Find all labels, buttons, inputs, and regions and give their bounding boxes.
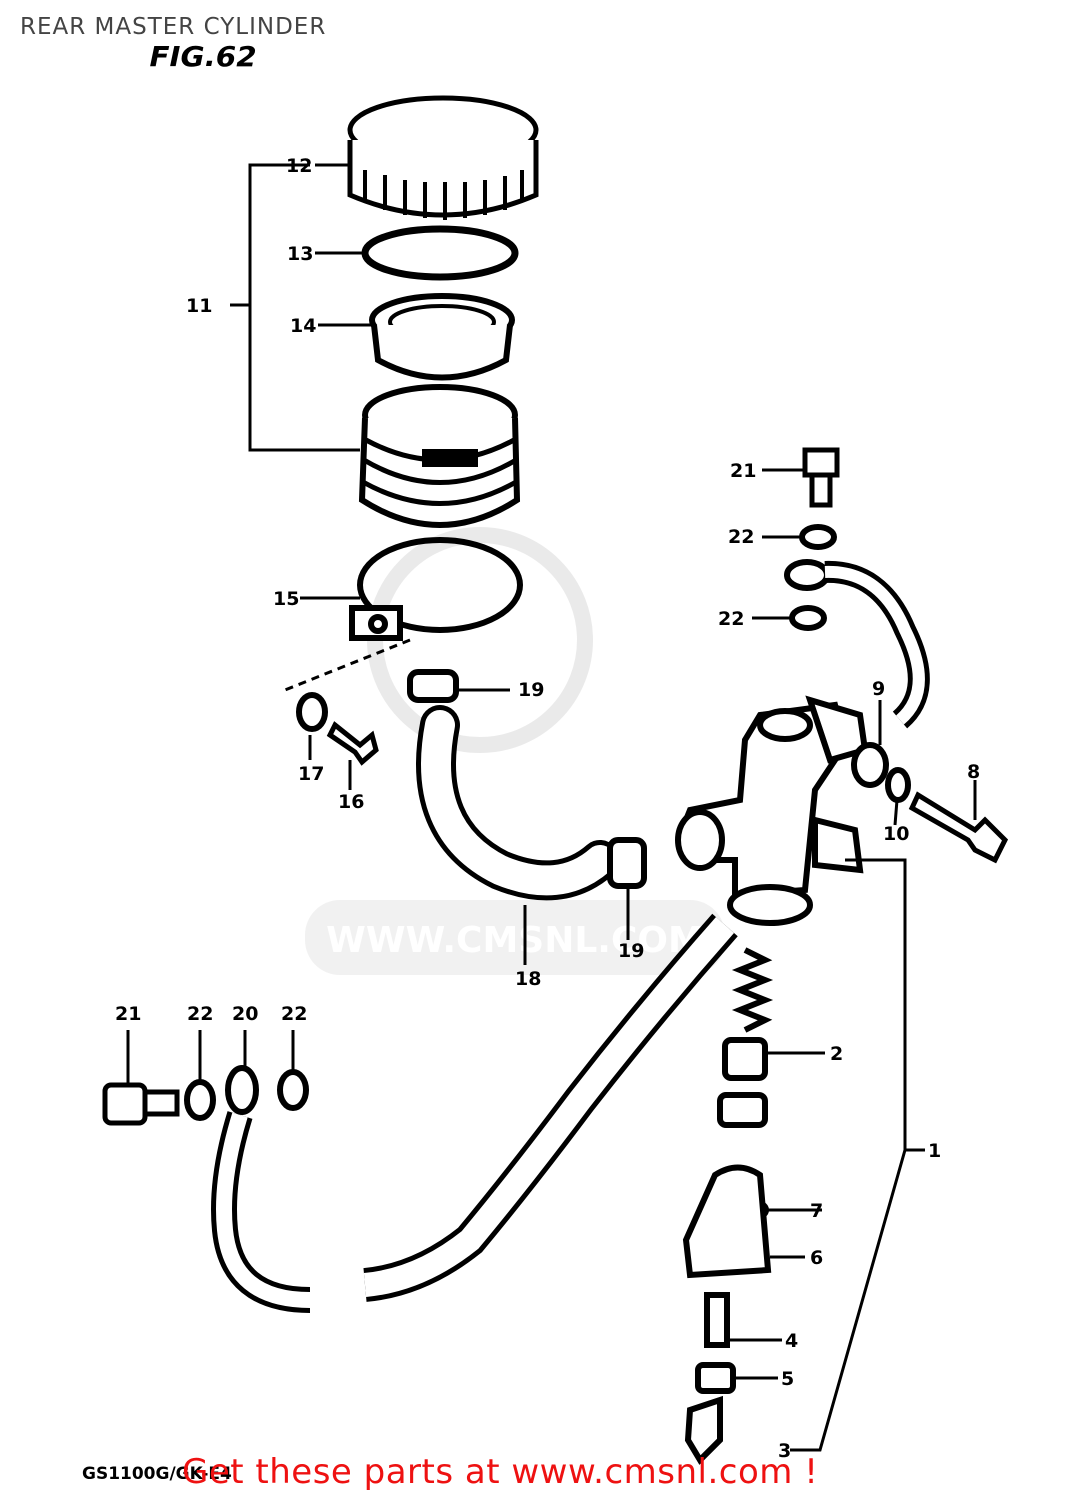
gasket-lower-2 xyxy=(277,1069,309,1111)
callout-4: 4 xyxy=(785,1330,798,1352)
piston-spring xyxy=(731,947,774,1033)
callout-15: 15 xyxy=(273,588,299,610)
callout-9: 9 xyxy=(872,678,885,700)
callout-17: 17 xyxy=(298,763,324,785)
callout-21-upper: 21 xyxy=(730,460,756,482)
gasket-lower-1 xyxy=(184,1079,216,1121)
clamp-screw xyxy=(326,721,379,766)
mounting-bracket xyxy=(851,742,889,788)
spacer-washer xyxy=(885,767,911,803)
leader-lines xyxy=(126,163,977,1380)
master-cylinder-body xyxy=(675,695,869,926)
assembly-bracket-11 xyxy=(230,163,360,452)
promo-link[interactable]: Get these parts at www.cmsnl.com ! xyxy=(182,1452,819,1492)
callout-14: 14 xyxy=(290,315,316,337)
hose-clip-lower xyxy=(607,837,647,889)
boot xyxy=(682,1164,772,1279)
hose-clamp xyxy=(349,537,523,641)
callout-22-upper-1: 22 xyxy=(728,526,754,548)
callout-11: 11 xyxy=(186,295,212,317)
callout-16: 16 xyxy=(338,791,364,813)
assembly-bracket-1 xyxy=(790,858,925,1452)
callout-19-lower: 19 xyxy=(618,940,644,962)
callout-6: 6 xyxy=(810,1247,823,1269)
union-bolt-lower xyxy=(102,1082,180,1126)
hose-clip-upper xyxy=(407,669,459,703)
diaphragm-plate xyxy=(369,293,515,381)
gasket-upper-1 xyxy=(799,524,837,550)
callout-21-lower: 21 xyxy=(115,1003,141,1025)
reservoir-cap xyxy=(347,95,539,220)
callout-22-upper-2: 22 xyxy=(718,608,744,630)
callout-5: 5 xyxy=(781,1368,794,1390)
callout-12: 12 xyxy=(286,155,312,177)
callout-1: 1 xyxy=(928,1140,941,1162)
callout-19-upper: 19 xyxy=(518,679,544,701)
figure-label: FIG.62 xyxy=(149,40,257,73)
gasket-upper-2 xyxy=(789,605,827,631)
diagram-reference-code: GS1100G/GK-E4 xyxy=(82,1464,232,1484)
callout-18: 18 xyxy=(515,968,541,990)
diaphragm-ring xyxy=(361,225,519,281)
mounting-bolt xyxy=(908,791,1009,864)
callout-3: 3 xyxy=(778,1440,791,1462)
callout-22-lower-2: 22 xyxy=(281,1003,307,1025)
callout-7: 7 xyxy=(810,1200,823,1222)
piston xyxy=(717,1037,768,1128)
reservoir-tank xyxy=(358,384,521,528)
watermark-text: WWW.CMSNL.COM xyxy=(326,920,704,961)
callout-13: 13 xyxy=(287,243,313,265)
callout-8: 8 xyxy=(967,761,980,783)
callout-22-lower-1: 22 xyxy=(187,1003,213,1025)
callout-20: 20 xyxy=(232,1003,258,1025)
callout-10: 10 xyxy=(883,823,909,845)
outlet-hose-upper xyxy=(784,559,930,729)
brake-hose-lower xyxy=(211,1065,311,1313)
callout-2: 2 xyxy=(830,1043,843,1065)
page-title: REAR MASTER CYLINDER xyxy=(20,14,327,40)
clamp-washer xyxy=(296,692,328,732)
union-bolt-upper xyxy=(802,447,840,508)
push-rod xyxy=(684,1292,736,1465)
